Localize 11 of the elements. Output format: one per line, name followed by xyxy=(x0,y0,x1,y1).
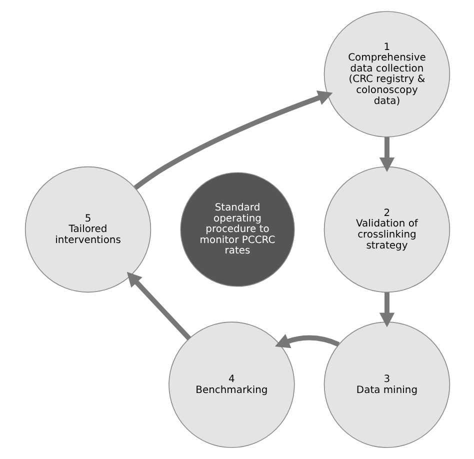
node-circle: 5 Tailored interventions xyxy=(24,166,151,293)
arrow xyxy=(133,90,332,190)
arrow xyxy=(378,292,394,328)
arrow xyxy=(274,334,340,348)
node-circle: 4 Benchmarking xyxy=(168,322,294,448)
node-circle: 2 Validation of crosslinking strategy xyxy=(323,166,450,293)
arrow xyxy=(378,137,394,172)
node-circle: Standard operating procedure to monitor PCCRC rates xyxy=(180,172,294,287)
node-circle: 3 Data mining xyxy=(323,322,450,448)
node-circle: 1 Comprehensive data collection (CRC registry & colonoscopy data) xyxy=(323,11,450,138)
arrow xyxy=(126,272,191,340)
